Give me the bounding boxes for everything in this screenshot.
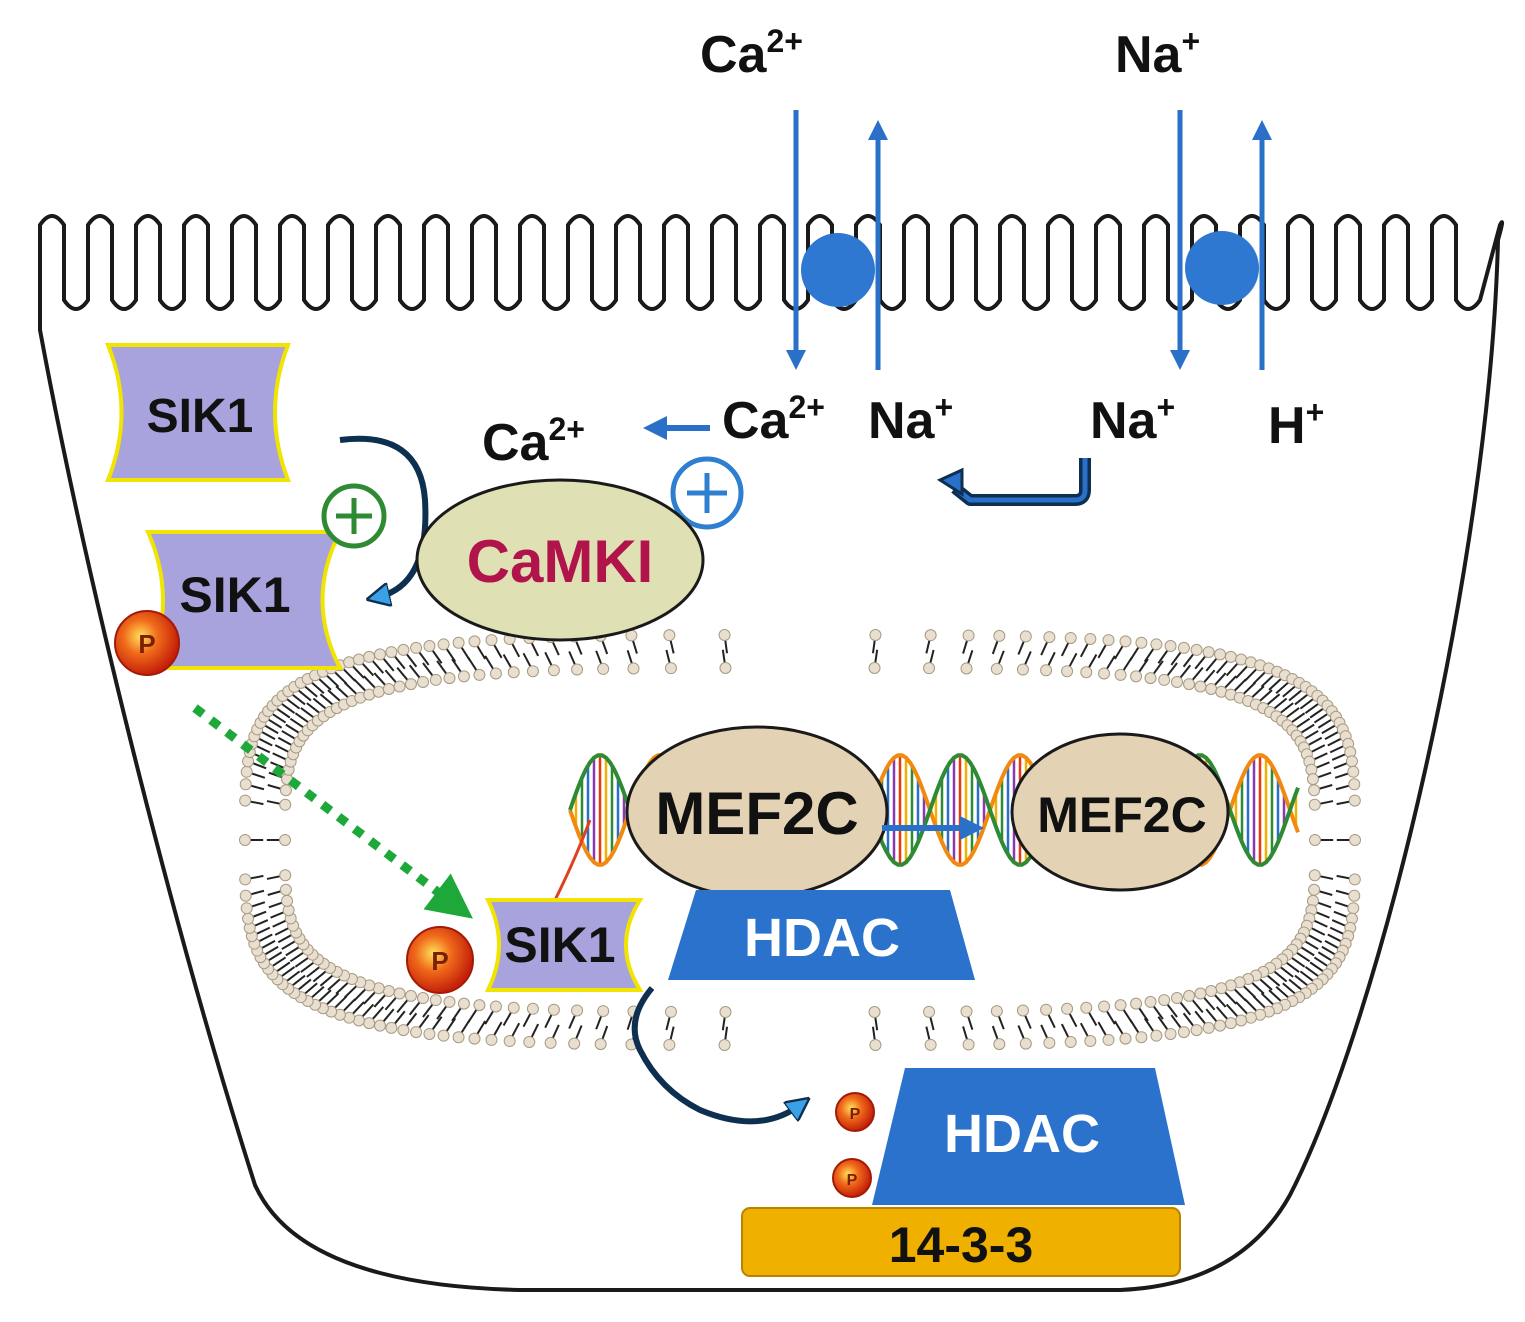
ion-ca-cytosol: Ca2+ xyxy=(482,411,585,472)
sik1-inactive: SIK1 xyxy=(105,343,291,482)
sik1-top-label: SIK1 xyxy=(147,390,254,443)
mef2c-2-label: MEF2C xyxy=(1037,787,1206,843)
protein-14-3-3: 14-3-3 xyxy=(741,1207,1181,1277)
mef2c-1-label: MEF2C xyxy=(655,780,858,847)
svg-text:P: P xyxy=(138,629,155,659)
protein-14-3-3-label: 14-3-3 xyxy=(889,1217,1034,1273)
hdac-nuclear-label: HDAC xyxy=(744,908,900,968)
sik1-translocation-arrow xyxy=(192,704,473,919)
camki: CaMKI xyxy=(415,478,705,642)
mef2c-1: MEF2C xyxy=(625,725,889,899)
phospho-icon-sik1-nuclear: P xyxy=(406,926,474,994)
nuclear-envelope xyxy=(239,629,1361,1051)
ion-na-extracellular: Na+ xyxy=(1115,23,1200,84)
ion-ca-extracellular: Ca2+ xyxy=(700,23,803,84)
ion-na-intracellular-1: Na+ xyxy=(868,389,953,450)
sik1-nuclear: SIK1 xyxy=(484,898,644,992)
sik1-mid-label: SIK1 xyxy=(179,567,290,623)
svg-text:P: P xyxy=(847,1172,858,1189)
ion-h-intracellular: H+ xyxy=(1268,394,1324,455)
phospho-icon-hdac-1: P xyxy=(835,1092,875,1132)
svg-text:P: P xyxy=(431,946,448,976)
hdac-cytoplasmic-label: HDAC xyxy=(944,1104,1100,1164)
plus-blue-icon xyxy=(670,456,744,530)
transporter-na-h xyxy=(1170,110,1272,370)
sik1-phosphorylated: SIK1 xyxy=(144,530,344,670)
hdac-cytoplasmic: HDAC xyxy=(872,1068,1185,1205)
transporter-ca-na xyxy=(786,110,888,370)
plus-green-icon xyxy=(321,483,387,549)
sik1-nuclear-label: SIK1 xyxy=(504,917,615,973)
sik1-dna-link xyxy=(553,819,592,901)
na-return-arrow xyxy=(951,458,1091,506)
phospho-icon-sik1-mid: P xyxy=(114,610,180,676)
svg-text:P: P xyxy=(850,1106,861,1123)
hdac-export-arrow xyxy=(631,986,800,1125)
camki-label: CaMKI xyxy=(467,528,654,595)
ion-ca-intracellular: Ca2+ xyxy=(722,389,825,450)
phospho-icon-hdac-2: P xyxy=(832,1158,872,1198)
hdac-nuclear: HDAC xyxy=(668,890,975,980)
camki-phosphorylation-arrow xyxy=(339,435,429,597)
mef2c-2: MEF2C xyxy=(1010,732,1230,892)
ion-na-intracellular-2: Na+ xyxy=(1090,389,1175,450)
